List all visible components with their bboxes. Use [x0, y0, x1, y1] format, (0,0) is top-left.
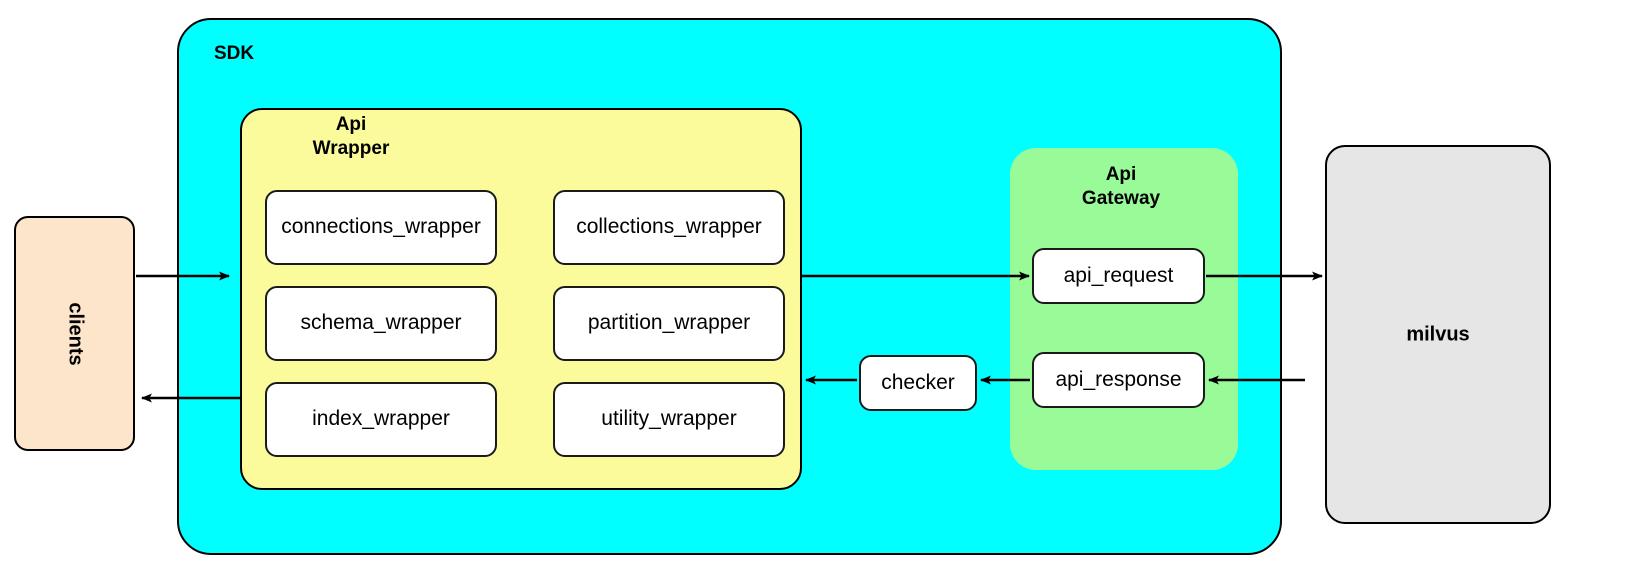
node-clients-label: clients: [64, 301, 86, 366]
node-schema-wrapper[interactable]: schema_wrapper: [265, 286, 497, 361]
node-milvus-label: milvus: [1406, 323, 1470, 345]
container-sdk-label: SDK: [214, 43, 255, 64]
node-api-request-label: api_request: [1063, 263, 1174, 287]
container-api-gateway-label: Api Gateway: [1081, 164, 1161, 210]
node-connections-wrapper[interactable]: connections_wrapper: [265, 190, 497, 265]
node-checker[interactable]: checker: [859, 355, 977, 411]
node-partition-wrapper-label: partition_wrapper: [587, 311, 751, 335]
node-api-request[interactable]: api_request: [1032, 248, 1205, 304]
node-utility-wrapper[interactable]: utility_wrapper: [553, 382, 785, 457]
container-api-wrapper-label: Api Wrapper: [312, 114, 390, 160]
node-api-response-label: api_response: [1055, 367, 1182, 391]
container-api-gateway[interactable]: [1010, 148, 1238, 470]
node-clients[interactable]: clients: [14, 216, 135, 451]
node-collections-wrapper-label: collections_wrapper: [576, 215, 762, 239]
node-milvus[interactable]: milvus: [1325, 145, 1551, 524]
node-collections-wrapper[interactable]: collections_wrapper: [553, 190, 785, 265]
node-api-response[interactable]: api_response: [1032, 352, 1205, 408]
node-partition-wrapper[interactable]: partition_wrapper: [553, 286, 785, 361]
node-connections-wrapper-label: connections_wrapper: [281, 215, 481, 239]
node-schema-wrapper-label: schema_wrapper: [300, 311, 462, 335]
node-index-wrapper-label: index_wrapper: [312, 407, 450, 431]
node-utility-wrapper-label: utility_wrapper: [601, 407, 737, 431]
node-checker-label: checker: [881, 370, 955, 394]
node-index-wrapper[interactable]: index_wrapper: [265, 382, 497, 457]
